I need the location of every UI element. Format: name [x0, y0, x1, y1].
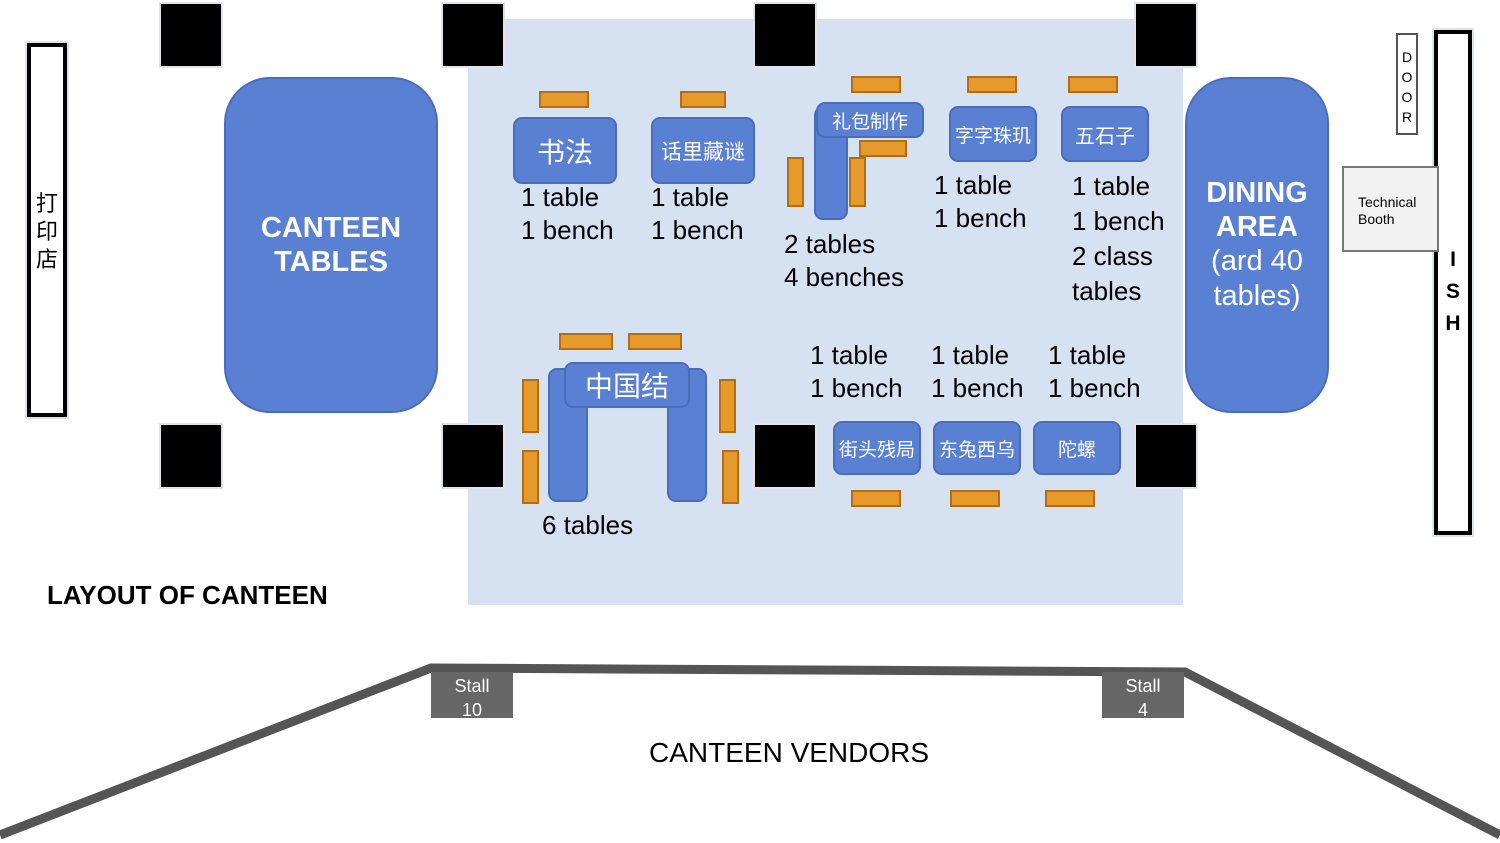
canteen-tables: CANTEEN TABLES [224, 77, 438, 413]
booth-shufa: 书法 [513, 117, 617, 184]
booth-zizi: 字字珠玑 [949, 106, 1037, 162]
bench [851, 76, 901, 93]
booth-wushi: 五石子 [1061, 106, 1149, 162]
booth-wushi-name: 五石子 [1075, 123, 1135, 148]
booth-dongtu-label: 1 table 1 bench [931, 340, 1024, 403]
stall-10: Stall 10 [431, 672, 513, 720]
bench [787, 157, 804, 207]
booth-jietou-name: 街头残局 [838, 438, 915, 461]
pillar [1136, 4, 1196, 66]
booth-huali-name: 话里藏谜 [661, 139, 745, 164]
vendors-label: CANTEEN VENDORS [649, 737, 930, 768]
door-label: D O O R [1401, 49, 1413, 125]
bench [719, 379, 736, 433]
technical-booth-label: Technical Booth [1358, 194, 1417, 227]
bench [628, 333, 682, 350]
bench [849, 157, 866, 207]
booth-zizi-label: 1 table 1 bench [934, 170, 1027, 233]
ish-label: I S H [1445, 248, 1461, 335]
booth-zhongguo-name: 中国结 [584, 370, 669, 403]
booth-huali-label: 1 table 1 bench [651, 182, 744, 245]
stall-4-label: Stall 4 [1125, 676, 1161, 720]
pillar [755, 425, 815, 487]
booth-shufa-label: 1 table 1 bench [521, 182, 614, 245]
canteen-tables-label: CANTEEN TABLES [260, 212, 402, 278]
booth-huali: 话里藏谜 [651, 117, 755, 184]
print-shop: 打印店 [27, 43, 67, 417]
pillar [161, 4, 221, 66]
booth-tuoluo: 陀螺 [1033, 421, 1121, 475]
booth-libao: 礼包制作 [816, 102, 924, 138]
bench [1068, 76, 1118, 93]
booth-jietou-label: 1 table 1 bench [810, 340, 903, 403]
pillar [755, 4, 815, 66]
pillar [1136, 425, 1196, 487]
booth-dongtu: 东兔西乌 [933, 421, 1021, 475]
booth-jietou: 街头残局 [833, 421, 921, 475]
booth-dongtu-name: 东兔西乌 [938, 438, 1015, 461]
bench [539, 91, 589, 108]
stall-4: Stall 4 [1102, 672, 1184, 720]
pillar [161, 425, 221, 487]
pillar [443, 4, 503, 66]
booth-tuoluo-name: 陀螺 [1057, 438, 1096, 461]
booth-libao-name: 礼包制作 [831, 110, 908, 133]
page-title: LAYOUT OF CANTEEN [47, 580, 328, 610]
booth-libao-label: 2 tables 4 benches [784, 229, 904, 292]
booth-tuoluo-label: 1 table 1 bench [1048, 340, 1141, 403]
print-shop-label: 打印店 [35, 192, 58, 273]
bench [559, 333, 613, 350]
pillar [443, 425, 503, 487]
dining-area-title: DINING AREA [1206, 177, 1308, 243]
bench [859, 140, 907, 157]
bench [851, 490, 901, 507]
booth-zhongguo-label: 6 tables [542, 510, 634, 540]
booth-shufa-name: 书法 [536, 135, 593, 169]
bench [522, 450, 539, 504]
stall-10-label: Stall 10 [454, 676, 490, 720]
technical-booth: Technical Booth [1342, 166, 1439, 252]
bench [967, 76, 1017, 93]
door: D O O R [1396, 33, 1418, 135]
dining-area-note: (ard 40 tables) [1211, 245, 1303, 312]
bench [680, 91, 726, 108]
booth-zhongguo: 中国结 [564, 362, 690, 408]
vendor-counter-line [0, 663, 1500, 840]
ish-wall: I S H [1434, 30, 1472, 535]
bench [950, 490, 1000, 507]
bench [522, 379, 539, 433]
booth-wushi-label: 1 table 1 bench 2 class tables [1072, 171, 1165, 306]
bench [722, 450, 739, 504]
dining-area: DINING AREA (ard 40 tables) [1185, 77, 1329, 413]
bench [1045, 490, 1095, 507]
booth-zizi-name: 字字珠玑 [954, 124, 1031, 147]
